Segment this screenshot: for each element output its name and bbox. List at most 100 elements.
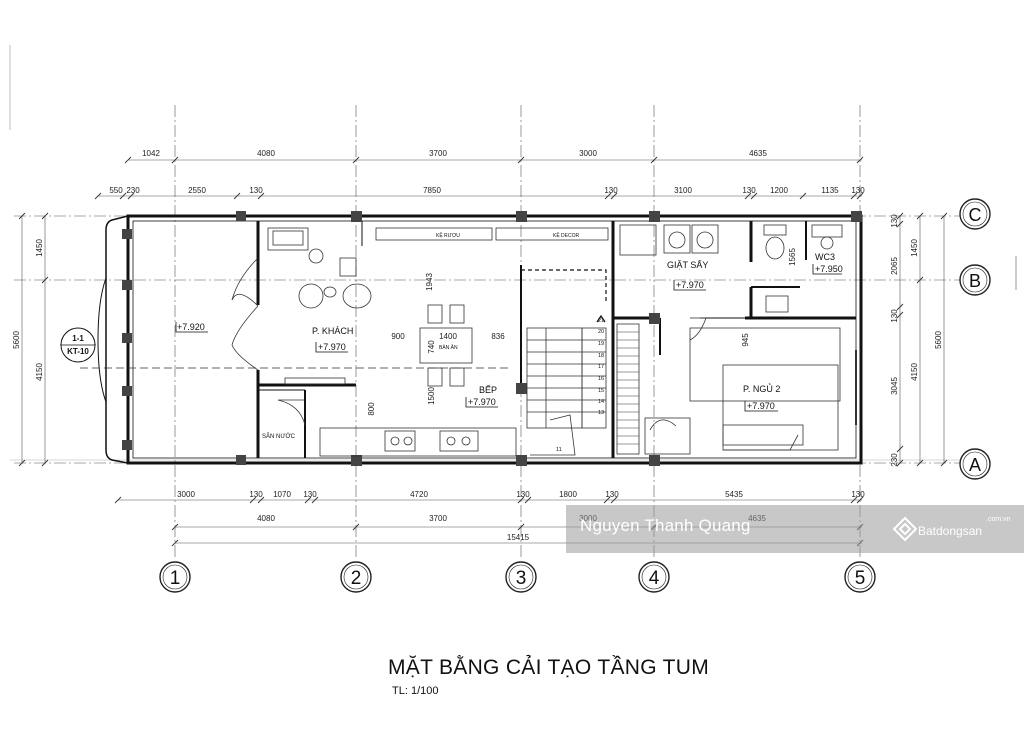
svg-text:3100: 3100 [674,186,692,195]
svg-text:4720: 4720 [410,490,428,499]
svg-text:130: 130 [516,490,530,499]
svg-text:15: 15 [598,388,604,394]
dining-table-label: BÀN ĂN [439,344,458,351]
svg-text:19: 19 [598,341,604,347]
svg-text:17: 17 [598,364,604,370]
svg-text:7850: 7850 [423,186,441,195]
plan-title: MẶT BẰNG CẢI TẠO TẦNG TUM [388,656,709,679]
svg-text:130: 130 [851,490,865,499]
svg-text:130: 130 [851,186,865,195]
svg-text:130: 130 [249,186,263,195]
svg-text:130: 130 [249,490,263,499]
room-label-living: P. KHÁCH [312,326,353,336]
svg-text:1450: 1450 [910,239,919,257]
level-balcony: +7.920 [177,322,205,332]
svg-text:4150: 4150 [35,363,44,381]
svg-text:2: 2 [351,568,362,589]
room-label-kitchen: BẾP [479,385,497,395]
svg-text:18: 18 [598,353,604,359]
svg-text:2065: 2065 [890,257,899,275]
svg-text:3045: 3045 [890,377,899,395]
svg-text:550: 550 [109,186,123,195]
svg-text:3000: 3000 [579,149,597,158]
svg-text:1800: 1800 [559,490,577,499]
walls [97,214,863,465]
level-bedroom: +7.970 [747,401,775,411]
svg-text:5600: 5600 [934,331,943,349]
svg-text:5435: 5435 [725,490,743,499]
svg-text:4150: 4150 [910,363,919,381]
grid-bubble-col-2: 2 [340,561,372,593]
svg-text:4: 4 [649,568,660,589]
grid-bubble-col-4: 4 [638,561,670,593]
grid-bubble-col-5: 5 [844,561,876,593]
section-mark: 1-1 KT-10 [60,327,96,363]
stair-step-numbers: 21 20 19 18 17 16 15 14 13 11 [556,318,604,453]
svg-text:230: 230 [126,186,140,195]
svg-text:1565: 1565 [788,248,797,266]
watermark-domain: .com.vn [986,516,1011,523]
svg-text:5600: 5600 [12,331,21,349]
svg-text:1450: 1450 [35,239,44,257]
svg-text:C: C [969,205,982,225]
grid-bubble-row-a: A [959,448,991,480]
dimension-texts: 1042 4080 3700 3000 4635 550 230 2550 13… [109,149,865,542]
svg-text:130: 130 [604,186,618,195]
svg-text:15415: 15415 [507,533,530,542]
room-label-bedroom: P. NGỦ 2 [743,383,780,394]
section-mark-top: 1-1 [72,334,84,343]
svg-text:130: 130 [303,490,317,499]
svg-text:1042: 1042 [142,149,160,158]
grid-bubbles: 1 2 3 4 5 C B [159,198,991,593]
level-wc: +7.950 [815,264,843,274]
watermark-brand: Batdongsan [918,524,983,538]
room-label-laundry: GIẶT SẤY [667,260,708,270]
watermark-author: Nguyen Thanh Quang [580,516,751,535]
level-kitchen: +7.970 [468,397,496,407]
room-labels: P. KHÁCH BẾP P. NGỦ 2 GIẶT SẤY WC3 SÂN N… [262,231,835,440]
svg-text:900: 900 [391,332,405,341]
svg-text:1400: 1400 [439,332,457,341]
level-laundry: +7.970 [676,280,704,290]
svg-text:A: A [969,455,981,475]
grid-bubble-row-c: C [959,198,991,230]
grid-bubble-col-3: 3 [505,561,537,593]
decor-shelf-label: KỆ DECOR [553,231,580,239]
svg-text:3700: 3700 [429,149,447,158]
furniture [231,224,857,457]
svg-text:3000: 3000 [177,490,195,499]
svg-text:14: 14 [598,399,604,405]
grid-bubble-col-1: 1 [159,561,191,593]
svg-text:130: 130 [605,490,619,499]
svg-text:13: 13 [598,410,604,416]
svg-text:4080: 4080 [257,149,275,158]
level-mark-ticks [175,264,842,412]
svg-text:1500: 1500 [427,387,436,405]
svg-text:20: 20 [598,329,604,335]
rotated-dimension-texts: 5600 4150 1450 130 2065 130 3045 230 145… [12,214,943,467]
svg-text:130: 130 [742,186,756,195]
plan-scale: TL: 1/100 [392,685,439,697]
svg-text:1: 1 [170,568,181,589]
svg-text:4635: 4635 [749,149,767,158]
svg-text:130: 130 [890,309,899,323]
room-label-wc: WC3 [815,252,835,262]
structural-columns [122,211,862,466]
grid-lines [9,45,1017,560]
svg-text:3700: 3700 [429,514,447,523]
svg-text:11: 11 [556,447,562,453]
svg-text:3: 3 [516,568,527,589]
svg-text:740: 740 [427,340,436,354]
wardrobe-hatch [617,331,639,445]
batdongsan-logo-icon [892,516,918,542]
svg-text:5: 5 [855,568,866,589]
watermark-band [566,505,1024,553]
level-living: +7.970 [318,342,346,352]
svg-text:2550: 2550 [188,186,206,195]
svg-text:21: 21 [598,318,604,324]
svg-text:1943: 1943 [425,273,434,291]
svg-text:836: 836 [491,332,505,341]
svg-text:1200: 1200 [770,186,788,195]
